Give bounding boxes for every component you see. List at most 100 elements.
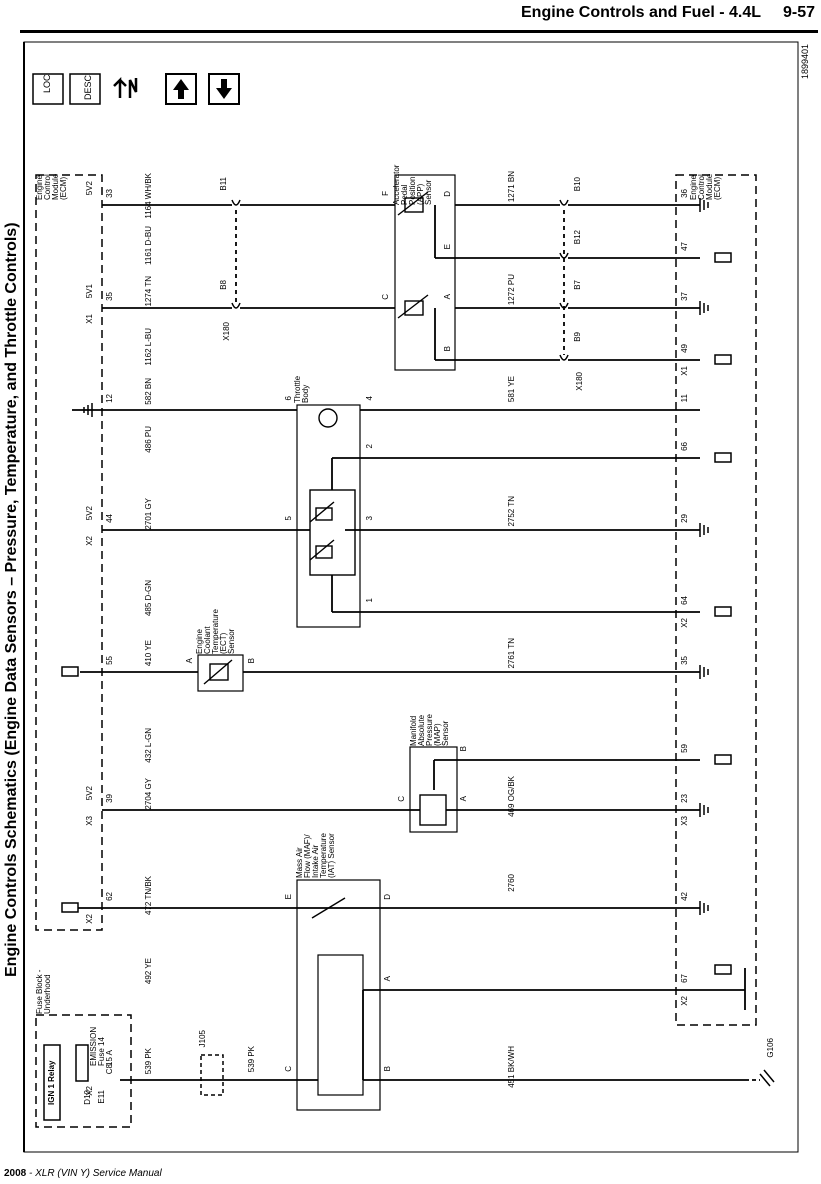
wire-label-right: 2761 TN bbox=[507, 638, 516, 669]
right-pin: 35 bbox=[680, 656, 689, 665]
pin-a: E bbox=[284, 894, 293, 900]
throttle-body-label: Throttle Body bbox=[293, 368, 310, 403]
sensor-symbols bbox=[203, 191, 447, 919]
right-pin: 42 bbox=[680, 892, 689, 901]
right-pin: 59 bbox=[680, 744, 689, 753]
footer-manual: - XLR (VIN Y) Service Manual bbox=[26, 1168, 162, 1179]
fuse-block-box bbox=[35, 1014, 132, 1128]
pin-b: 2 bbox=[365, 444, 374, 449]
ground-symbols bbox=[83, 198, 775, 1087]
ect-sensor-label: Engine Coolant Temperature (ECT) Sensor bbox=[195, 600, 236, 654]
ecm-right-box bbox=[675, 174, 757, 1026]
pin-b: 1 bbox=[365, 598, 374, 603]
inline-connector-right: B7 bbox=[573, 280, 582, 290]
wire-label-left: 1161 D-BU bbox=[144, 226, 153, 265]
symptom-icon[interactable] bbox=[113, 76, 138, 98]
right-pin: 23 bbox=[680, 794, 689, 803]
pin-a: 6 bbox=[284, 396, 293, 401]
right-pin: 37 bbox=[680, 292, 689, 301]
pin-a: C bbox=[381, 294, 390, 300]
wire-label-left: 486 PU bbox=[144, 426, 153, 453]
inline-connector-right: B10 bbox=[573, 177, 582, 192]
ground-label: G106 bbox=[766, 1038, 775, 1058]
wire-label-left: 1162 L-BU bbox=[144, 328, 153, 366]
map-l4: Sensor bbox=[441, 720, 450, 746]
wire-label-right: 1271 BN bbox=[507, 171, 516, 203]
pin-b: B bbox=[443, 346, 452, 352]
pin-b: D bbox=[443, 191, 452, 197]
page-footer: 2008 - XLR (VIN Y) Service Manual bbox=[4, 1168, 162, 1179]
right-pin: 36 bbox=[680, 189, 689, 198]
left-pin: 55 bbox=[105, 656, 114, 665]
throttle-l1: Body bbox=[301, 384, 310, 403]
ect-l4: Sensor bbox=[227, 628, 236, 654]
fuse-label: EMISSION Fuse 14 15 A bbox=[89, 1018, 114, 1066]
pin-b: B bbox=[383, 1066, 392, 1072]
desc-icon[interactable]: DESC bbox=[69, 73, 101, 105]
wire-label-right: 451 BK/WH bbox=[507, 1046, 516, 1088]
pin-a: 5 bbox=[284, 516, 293, 521]
wire-label-mid: 539 PK bbox=[247, 1046, 256, 1073]
pin-b: B bbox=[247, 658, 256, 664]
wire-label-left: 2701 GY bbox=[144, 498, 153, 530]
left-pin: 44 bbox=[105, 514, 114, 523]
wire-label-left: 539 PK bbox=[144, 1048, 153, 1075]
inline-connector-right: B12 bbox=[573, 230, 582, 245]
connector-id-right: X2 bbox=[680, 618, 689, 628]
loc-icon[interactable]: LOC bbox=[32, 73, 64, 105]
header-page-number: 9-57 bbox=[782, 4, 815, 21]
inline-connector-right: B9 bbox=[573, 332, 582, 342]
pin-b: 3 bbox=[365, 516, 374, 521]
right-pin: 29 bbox=[680, 514, 689, 523]
wire-label-right: 2760 bbox=[507, 874, 516, 892]
wire-label-left: 2704 GY bbox=[144, 778, 153, 810]
pin-b: A bbox=[443, 294, 452, 300]
right-pin: 11 bbox=[680, 394, 689, 403]
fuse-pin-d10: D10 bbox=[83, 1090, 92, 1105]
svg-text:LOC: LOC bbox=[42, 74, 52, 93]
pin-a: A bbox=[185, 658, 194, 664]
left-pin: 12 bbox=[105, 394, 114, 403]
arrow-down-icon[interactable] bbox=[208, 73, 240, 105]
maf-sensor-box bbox=[296, 879, 381, 1111]
ref-voltage: 5V2 bbox=[85, 506, 94, 521]
ref-voltage: 5V2 bbox=[85, 181, 94, 196]
left-pin: 35 bbox=[105, 292, 114, 301]
right-pin: 67 bbox=[680, 974, 689, 983]
splice-box bbox=[200, 1054, 224, 1096]
left-pin: 33 bbox=[105, 189, 114, 198]
nav-icons: LOC DESC bbox=[32, 73, 240, 105]
footer-year: 2008 bbox=[4, 1168, 27, 1179]
right-pin: 64 bbox=[680, 596, 689, 605]
ecm-left-l3: (ECM) bbox=[59, 176, 68, 200]
ecm-right-label: Engine Control Module (ECM) bbox=[689, 140, 722, 200]
wire-label-right: 1272 PU bbox=[507, 274, 516, 306]
app-l4: Sensor bbox=[424, 179, 433, 205]
splice-label: J105 bbox=[198, 1030, 207, 1048]
maf-sensor-label: Mass Air Flow (MAF)/ Intake Air Temperat… bbox=[295, 820, 336, 878]
right-pin: 47 bbox=[680, 242, 689, 251]
svg-text:DESC: DESC bbox=[83, 74, 93, 100]
connector-id: X3 bbox=[85, 816, 94, 826]
connector-id: X1 bbox=[85, 314, 94, 324]
wire-group bbox=[72, 204, 760, 1081]
pin-b: A bbox=[383, 976, 392, 982]
termination-blocks bbox=[43, 252, 732, 1121]
right-pin: 49 bbox=[680, 344, 689, 353]
left-pin: C8 bbox=[105, 1064, 114, 1075]
x180-label-a: X180 bbox=[222, 322, 231, 341]
wire-label-left: 485 D-GN bbox=[144, 580, 153, 617]
left-pin: 62 bbox=[105, 892, 114, 901]
app-sensor-box bbox=[394, 174, 456, 371]
ecm-left-box bbox=[35, 174, 103, 931]
wire-label-right: 469 OG/BK bbox=[507, 776, 516, 817]
connector-id: X2 bbox=[85, 536, 94, 546]
connector-id-right: X2 bbox=[680, 996, 689, 1006]
ref-voltage: 5V1 bbox=[85, 284, 94, 299]
fuse-block-label: Fuse Block - Underhood bbox=[35, 960, 52, 1014]
connector-id-right: X1 bbox=[680, 366, 689, 376]
arrow-up-icon[interactable] bbox=[165, 73, 197, 105]
relay-label: IGN 1 Relay bbox=[47, 1060, 56, 1106]
inline-connector: B8 bbox=[219, 280, 228, 290]
